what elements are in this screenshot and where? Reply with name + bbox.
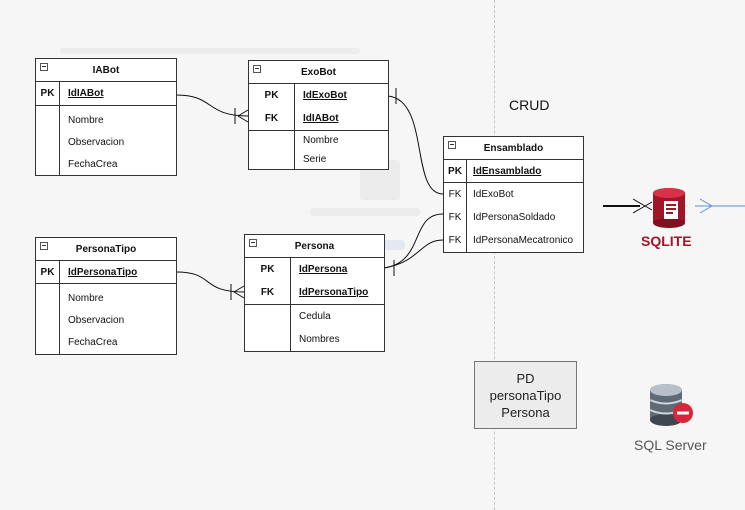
entity-personatipo[interactable]: PersonaTipo PK IdPersonaTipo Nombre Obse… (35, 237, 177, 355)
entity-header: IABot (36, 59, 176, 82)
sqlite-link-out-prong (699, 198, 713, 207)
background-ghost-bar (310, 208, 420, 216)
relation-personatipo-persona (175, 271, 245, 293)
field: Nombres (299, 334, 340, 345)
entity-iabot[interactable]: IABot PK IdIABot Nombre Observacion Fech… (35, 58, 177, 176)
sql-server-label: SQL Server (634, 437, 707, 453)
background-ghost-bar (60, 48, 360, 54)
foreign-key-field: IdPersonaSoldado (473, 212, 556, 223)
crowsfoot-prong (237, 109, 249, 117)
entity-exobot[interactable]: ExoBot PK FK IdExoBot IdIABot Nombre Ser… (248, 60, 389, 170)
key-label: FK (448, 235, 462, 246)
pd-line: Persona (501, 404, 550, 420)
foreign-key-field: IdIABot (303, 113, 339, 124)
pd-line: PD (516, 370, 535, 386)
field: Serie (303, 154, 327, 165)
primary-key-field: IdExoBot (303, 90, 347, 101)
field: Nombre (303, 135, 339, 146)
collapse-box-icon[interactable] (249, 239, 257, 247)
primary-key-field: IdPersonaTipo (68, 266, 138, 278)
key-label: FK (260, 287, 275, 298)
entity-title: IABot (92, 64, 120, 76)
key-label: PK (40, 266, 55, 278)
field: Observacion (68, 314, 125, 326)
key-label: FK (264, 113, 279, 124)
entity-header: Persona (245, 235, 384, 258)
foreign-key-field: IdPersonaMecatronico (473, 235, 574, 246)
relation-iabot-exobot (175, 94, 249, 117)
crowsfoot-prong (233, 291, 245, 299)
sqlite-label: SQLITE (641, 233, 692, 249)
entity-title: ExoBot (301, 66, 336, 78)
primary-key-field: IdIABot (68, 88, 104, 99)
field: Nombre (68, 292, 104, 304)
key-label: PK (40, 88, 55, 99)
key-label: FK (448, 189, 462, 200)
crowsfoot-prong (237, 115, 249, 123)
sqlite-link-out-prong (699, 205, 713, 214)
entity-header: Ensamblado (444, 137, 583, 160)
entity-header: PersonaTipo (36, 238, 176, 261)
pd-line: personaTipo (489, 387, 562, 403)
collapse-box-icon[interactable] (253, 65, 261, 73)
field: Observacion (68, 137, 125, 148)
entity-header: ExoBot (249, 61, 388, 84)
entity-title: PersonaTipo (75, 243, 137, 255)
sql-server-database-icon (649, 384, 693, 426)
collapse-box-icon[interactable] (40, 242, 48, 250)
entity-title: Persona (294, 240, 335, 252)
entity-persona[interactable]: Persona PK FK IdPersona IdPersonaTipo Ce… (244, 234, 385, 352)
relation-exobot-ensamblado (387, 95, 444, 195)
key-label: PK (260, 264, 275, 275)
foreign-key-field: IdExoBot (473, 189, 514, 200)
entity-title: Ensamblado (483, 142, 544, 154)
field: Nombre (68, 115, 104, 127)
crowsfoot-prong (233, 285, 245, 293)
relation-persona-ensamblado-soldado (383, 213, 444, 269)
field: FechaCrea (68, 337, 118, 349)
primary-key-field: IdEnsamblado (473, 165, 542, 177)
foreign-key-field: IdPersonaTipo (299, 287, 369, 298)
field: FechaCrea (68, 158, 118, 170)
key-label: FK (448, 212, 462, 223)
key-label: PK (448, 165, 462, 177)
dashed-divider (494, 0, 495, 510)
crud-label: CRUD (509, 97, 550, 113)
sqlite-link-prong (632, 198, 653, 211)
collapse-box-icon[interactable] (40, 63, 48, 71)
field: Cedula (299, 311, 331, 322)
pd-note-box[interactable]: PD personaTipo Persona (474, 361, 577, 429)
key-label: PK (264, 90, 279, 101)
entity-ensamblado[interactable]: Ensamblado PK IdEnsamblado FK FK FK IdEx… (443, 136, 584, 253)
sqlite-link-prong (632, 201, 653, 214)
collapse-box-icon[interactable] (448, 141, 456, 149)
primary-key-field: IdPersona (299, 264, 348, 275)
sqlite-database-icon (653, 188, 685, 228)
